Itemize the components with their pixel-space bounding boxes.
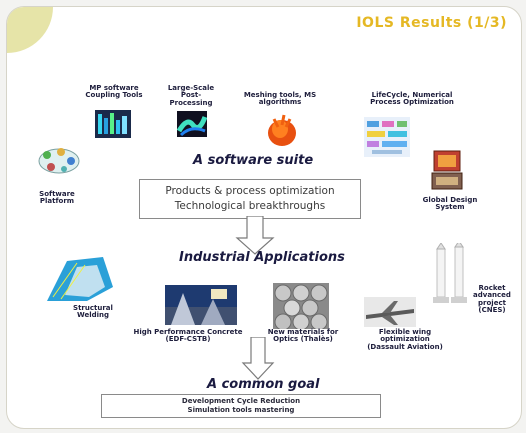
post-processing-image [177,111,207,137]
down-arrow-icon [241,337,275,380]
label-optics: New materials for Optics (Thalès) [267,328,339,344]
label-mp-software: MP software Coupling Tools [85,84,143,100]
goal-box: Development Cycle Reduction Simulation t… [101,394,381,418]
optics-image [273,283,329,329]
corner-accent [7,7,53,53]
goal-box-line1: Development Cycle Reduction [181,397,301,405]
label-meshing-tools: Meshing tools, MS algorithms [243,91,317,107]
heading-industrial-applications: Industrial Applications [179,250,345,265]
global-design-image [431,150,463,190]
label-rocket: Rocket advanced project (CNES) [473,284,511,315]
slide: IOLS Results (1/3) MP software Coupling … [6,6,522,429]
meshing-image [268,114,296,146]
lifecycle-image [364,117,410,157]
optimization-box: Products & process optimization Technolo… [139,179,361,219]
label-flexible-wing: Flexible wing optimization (Dassault Avi… [367,328,443,351]
label-concrete: High Performance Concrete (EDF-CSTB) [133,328,243,344]
label-lifecycle: LifeCycle, Numerical Process Optimizatio… [370,91,454,107]
label-large-scale: Large-Scale Post-Processing [167,84,215,107]
optimization-box-line2: Technological breakthroughs [174,200,326,212]
label-software-platform: Software Platform [39,190,75,206]
coupling-tools-image [95,110,131,138]
heading-software-suite: A software suite [193,153,314,168]
optimization-box-line1: Products & process optimization [165,185,335,197]
goal-box-line2: Simulation tools mastering [187,406,295,414]
flexible-wing-image [364,297,416,327]
label-structural-welding: Structural Welding [73,304,113,320]
heading-common-goal: A common goal [207,377,320,392]
label-global-design: Global Design System [422,196,478,212]
slide-title: IOLS Results (1/3) [356,15,507,31]
structural-welding-image [47,257,113,301]
down-arrow-icon [235,216,275,255]
concrete-image [165,285,237,325]
rocket-image [431,243,471,307]
software-platform-image [38,148,80,174]
